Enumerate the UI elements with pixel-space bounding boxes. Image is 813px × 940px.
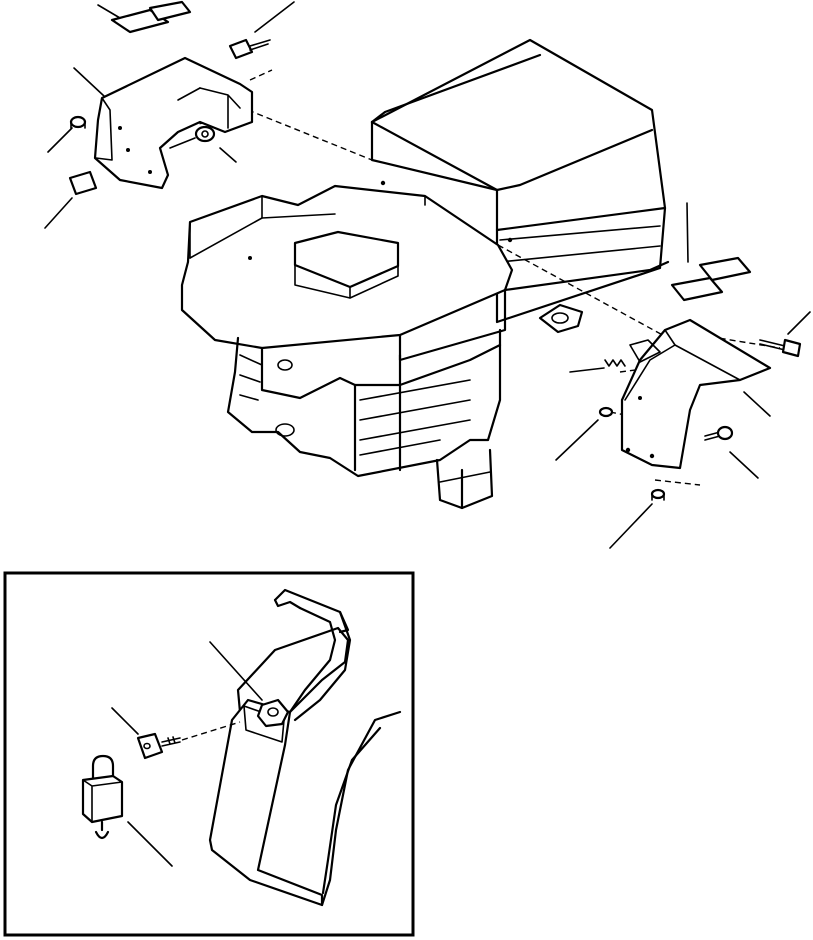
right-side-cover bbox=[620, 318, 772, 470]
decal-set-right bbox=[670, 202, 752, 302]
leader-line bbox=[254, 1, 295, 33]
washer-icon bbox=[598, 406, 614, 418]
upper-bolt-icon bbox=[228, 38, 271, 60]
leader-line bbox=[609, 503, 653, 549]
leader-line bbox=[127, 821, 173, 867]
latch-hook bbox=[273, 588, 352, 722]
nut-icon bbox=[69, 115, 87, 129]
leader-line bbox=[44, 197, 73, 229]
right-nut-icon bbox=[650, 488, 666, 501]
leader-line bbox=[555, 419, 599, 461]
callout-leaders bbox=[44, 1, 811, 549]
leader-line bbox=[729, 451, 759, 479]
decal-set-upper-left bbox=[97, 0, 192, 34]
detail-inset bbox=[3, 571, 415, 937]
leader-line bbox=[569, 367, 605, 373]
leader-line bbox=[111, 707, 139, 735]
leader-line bbox=[73, 67, 105, 97]
engine-hood bbox=[370, 38, 667, 324]
frame-deck bbox=[180, 184, 670, 362]
lock-bolt-icon bbox=[256, 698, 290, 728]
far-right-bolt-icon bbox=[759, 338, 802, 358]
bolt-icon bbox=[169, 125, 216, 149]
left-cover-assembly bbox=[68, 56, 254, 196]
inset-cover-panel bbox=[208, 626, 402, 907]
leader-line bbox=[219, 147, 237, 163]
lower-chassis bbox=[226, 328, 502, 510]
right-cover-assembly bbox=[598, 318, 772, 501]
inset-frame bbox=[3, 571, 415, 937]
key-bolt-icon bbox=[136, 732, 181, 760]
leader-line bbox=[209, 641, 263, 701]
leader-line bbox=[787, 311, 811, 335]
spring-icon bbox=[604, 359, 626, 367]
latch-bracket bbox=[629, 339, 661, 363]
padlock-icon bbox=[81, 754, 124, 840]
leader-line bbox=[743, 391, 771, 417]
machine-frame bbox=[180, 38, 670, 510]
leader-line bbox=[47, 127, 73, 153]
right-bolt-icon bbox=[704, 425, 734, 441]
label-decal bbox=[68, 170, 98, 196]
